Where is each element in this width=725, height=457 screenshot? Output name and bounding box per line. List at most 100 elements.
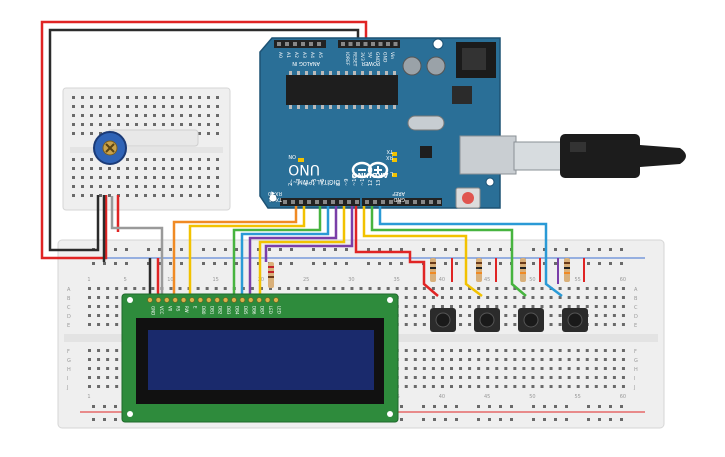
hole: [621, 358, 625, 361]
wire-rs-orange[interactable]: [172, 206, 298, 296]
wire-led-purple[interactable]: [264, 206, 354, 262]
hole: [126, 105, 129, 108]
resistor-icon[interactable]: [430, 258, 436, 282]
column-number: 25: [303, 277, 309, 283]
rail-hole: [422, 405, 425, 408]
hole: [477, 367, 481, 370]
reset-button-cap[interactable]: [462, 192, 474, 204]
hole: [207, 185, 210, 188]
hole: [106, 376, 110, 379]
hole: [207, 96, 210, 99]
chip-pins: [289, 71, 396, 109]
usb-port[interactable]: [459, 135, 517, 175]
wire-db5-blue[interactable]: [240, 206, 330, 296]
row-letter: F: [67, 349, 70, 355]
hole: [81, 123, 84, 126]
row-letter: E: [634, 323, 637, 329]
wire-db4-green[interactable]: [232, 206, 322, 296]
hole: [88, 385, 91, 388]
hole: [88, 287, 91, 290]
resistor-icon[interactable]: [564, 258, 570, 282]
row-letter: A: [67, 287, 71, 293]
analog-header[interactable]: [274, 40, 326, 48]
resistor-icon[interactable]: [268, 262, 274, 288]
wire-gnd-black[interactable]: [48, 28, 360, 252]
hole: [216, 132, 219, 135]
hole: [135, 158, 138, 161]
digital-header-low[interactable]: [280, 198, 360, 206]
hole: [422, 314, 426, 317]
row-letter: G: [67, 358, 71, 364]
hole: [88, 358, 91, 361]
digital-header-high[interactable]: [362, 198, 442, 206]
rail-hole: [114, 405, 117, 408]
wire-button-yellow[interactable]: [362, 206, 483, 297]
wire-5v-red[interactable]: [40, 20, 368, 260]
wire-pot-gray[interactable]: [110, 196, 164, 296]
rail-hole: [114, 248, 117, 251]
signal-wires[interactable]: [172, 206, 563, 297]
header-pin: [397, 200, 401, 204]
resistor-icon[interactable]: [476, 258, 482, 282]
hole: [117, 123, 120, 126]
pushbutton-icon[interactable]: [474, 308, 500, 332]
wire-db7-yellow[interactable]: [258, 206, 346, 296]
usb-plug-icon[interactable]: [513, 134, 686, 178]
wire-button-green[interactable]: [370, 206, 527, 297]
rail-hole: [477, 248, 480, 251]
hole: [621, 376, 625, 379]
column-number: 35: [394, 277, 400, 283]
analog-label: ANALOG IN: [292, 60, 320, 66]
arduino-uno-board[interactable]: ARDUINO UNO DIGITAL (PWM~) POWER ANALOG …: [259, 37, 517, 209]
rail-hole: [532, 262, 535, 265]
hole: [108, 167, 111, 170]
chip-pin: [377, 71, 380, 75]
resistor-icon[interactable]: [520, 258, 526, 282]
pushbutton-icon[interactable]: [430, 308, 456, 332]
hole: [459, 314, 463, 317]
power-header[interactable]: [338, 40, 400, 48]
wire-db6-purple[interactable]: [248, 206, 338, 296]
potentiometer-icon[interactable]: [93, 129, 199, 165]
hole: [612, 296, 616, 299]
hole: [594, 349, 598, 352]
wire-button-red[interactable]: [354, 206, 439, 297]
rail-hole: [92, 405, 95, 408]
rail-hole: [334, 262, 337, 265]
resistors[interactable]: [268, 258, 585, 288]
rail-hole: [620, 405, 623, 408]
hole: [395, 287, 399, 290]
hole: [413, 314, 417, 317]
hole: [549, 305, 553, 308]
column-number: 5: [124, 277, 127, 283]
hole: [621, 296, 625, 299]
rail-hole: [499, 248, 502, 251]
hole: [603, 287, 607, 290]
rail-hole: [543, 405, 546, 408]
chip-pin: [337, 105, 340, 109]
hole: [594, 376, 598, 379]
power-wires[interactable]: [40, 20, 368, 296]
pushbutton-icon[interactable]: [518, 308, 544, 332]
hole: [162, 123, 165, 126]
lcd-pin-label: DB7: [260, 306, 265, 315]
rail-hole: [554, 405, 557, 408]
pushbuttons[interactable]: [430, 308, 588, 332]
capacitor-icon: [402, 56, 422, 76]
hole: [241, 287, 245, 290]
hole: [207, 114, 210, 117]
mini-breadboard[interactable]: [62, 87, 231, 211]
wire-button-blue[interactable]: [378, 206, 563, 297]
digital-pin-label: ~9: [344, 179, 350, 186]
hole: [162, 176, 165, 179]
hole: [459, 287, 463, 290]
hole: [90, 132, 93, 135]
hole: [189, 185, 192, 188]
hole: [144, 194, 147, 197]
hole: [513, 349, 517, 352]
pushbutton-icon[interactable]: [562, 308, 588, 332]
wire-e-yellow[interactable]: [188, 206, 306, 296]
